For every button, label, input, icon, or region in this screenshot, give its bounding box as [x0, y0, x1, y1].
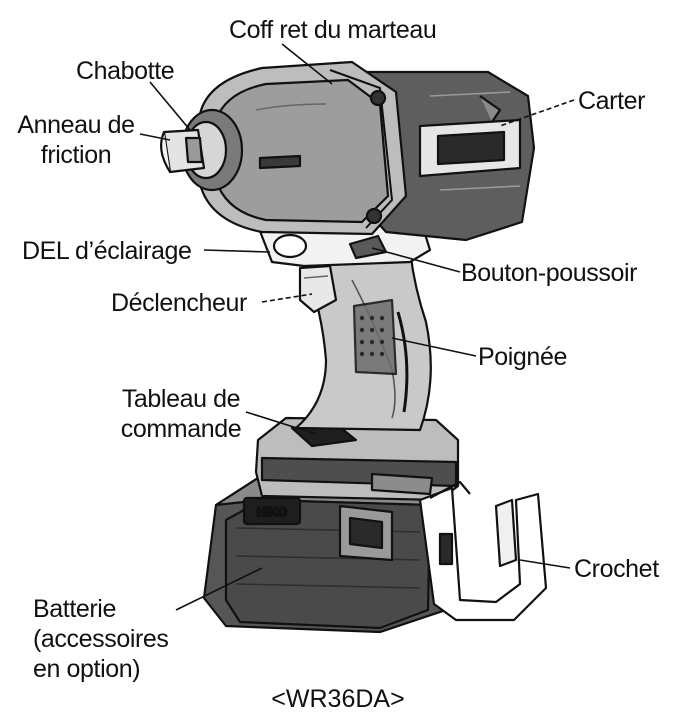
leader-hammer-case: [281, 43, 333, 85]
leader-handle: [391, 337, 477, 357]
label-anvil: Chabotte: [76, 57, 175, 85]
leader-anvil: [149, 81, 191, 131]
label-control-panel-line1: Tableau de: [121, 385, 241, 413]
trigger: [298, 264, 338, 314]
model-caption: <WR36DA>: [271, 685, 405, 713]
leader-led: [203, 249, 271, 253]
leader-control-panel: [245, 411, 317, 435]
label-hammer-case: Coff ret du marteau: [229, 16, 437, 44]
leader-push-button: [371, 247, 461, 273]
label-battery: Batterie (accessoires en option): [33, 594, 169, 684]
leader-housing: [499, 99, 575, 127]
leader-hook: [519, 559, 571, 569]
label-control-panel-line2: commande: [120, 415, 242, 443]
leader-friction-ring: [139, 133, 171, 141]
leader-battery: [175, 567, 263, 611]
label-control-panel: Tableau de commande: [110, 384, 252, 444]
hammer-case: [198, 60, 408, 236]
label-battery-line1: Batterie: [33, 595, 116, 623]
label-push-button: Bouton-poussoir: [461, 259, 638, 287]
label-trigger: Déclencheur: [111, 289, 247, 317]
anvil-assembly: [159, 108, 244, 192]
battery: HiKO: [202, 476, 454, 634]
leader-trigger: [261, 293, 313, 303]
label-battery-line3: en option): [33, 655, 141, 683]
label-handle: Poignée: [478, 343, 567, 371]
hook: [418, 480, 548, 622]
label-battery-line2: (accessoires: [33, 625, 169, 653]
label-housing: Carter: [578, 87, 646, 115]
battery-mount: [254, 416, 460, 502]
label-hook: Crochet: [574, 555, 659, 583]
label-friction-ring-line2: friction: [40, 141, 112, 169]
label-led: DEL d’éclairage: [22, 237, 192, 265]
label-friction-ring: Anneau de friction: [7, 110, 145, 170]
leader-lines: [139, 43, 575, 611]
svg-text:HiKO: HiKO: [257, 505, 287, 519]
label-friction-ring-line1: Anneau de: [17, 111, 135, 139]
